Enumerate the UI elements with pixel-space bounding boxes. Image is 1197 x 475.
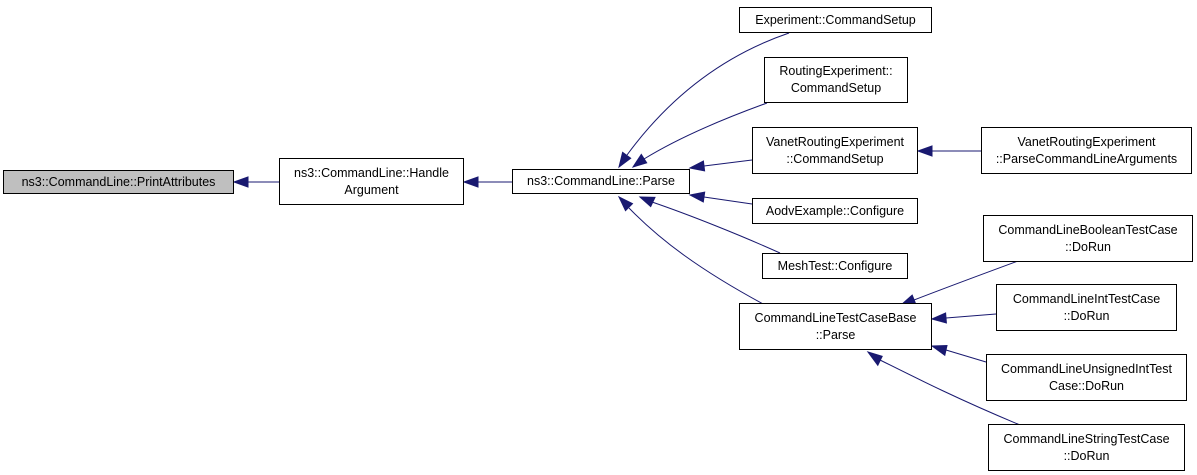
edge-experiment-command-setup-to-parse: [626, 32, 790, 156]
node-label: RoutingExperiment::: [779, 64, 893, 78]
edge-int-do-run-to-test-case-base-parse: [945, 313, 997, 319]
node-label: CommandLineIntTestCase: [1012, 291, 1161, 306]
node-experiment-command-setup[interactable]: Experiment::CommandSetup: [739, 7, 932, 33]
node-label: ::DoRun: [1065, 239, 1111, 254]
edge-arrowhead: [916, 145, 933, 157]
node-label: ::ParseCommandLineArguments: [995, 151, 1178, 166]
node-print-attributes: ns3::CommandLine::PrintAttributes: [3, 170, 234, 194]
node-label: CommandLineBooleanTestCase: [998, 222, 1178, 237]
node-command-line-test-case-base-parse[interactable]: CommandLineTestCaseBase ::Parse: [739, 303, 932, 350]
edge-unsigned-int-do-run-to-test-case-base-parse: [945, 349, 987, 363]
edge-vanet-command-setup-to-parse: [703, 159, 753, 167]
edge-arrowhead: [688, 191, 706, 203]
node-handle-argument[interactable]: ns3::CommandLine::Handle Argument: [279, 158, 464, 205]
node-aodv-example-configure[interactable]: AodvExample::Configure: [752, 198, 918, 224]
node-parse[interactable]: ns3::CommandLine::Parse: [512, 169, 690, 194]
node-label: CommandLineUnsignedIntTest: [1001, 361, 1172, 376]
node-label: ns3::CommandLine::Parse: [527, 174, 675, 188]
node-label: Argument: [344, 182, 399, 197]
node-command-line-boolean-test-case-do-run[interactable]: CommandLineBooleanTestCase ::DoRun: [983, 215, 1193, 262]
node-label: AodvExample::Configure: [765, 203, 905, 218]
node-label: CommandSetup: [790, 81, 882, 95]
edge-arrowhead: [930, 312, 947, 324]
node-label: ns3::CommandLine::PrintAttributes: [21, 174, 216, 189]
node-vanet-routing-experiment-command-setup[interactable]: VanetRoutingExperiment ::CommandSetup: [752, 127, 918, 174]
node-label: MeshTest::Configure: [777, 258, 893, 273]
edge-mesh-test-configure-to-parse: [651, 201, 781, 254]
node-label: ::DoRun: [1063, 308, 1110, 323]
node-routing-experiment-command-setup[interactable]: RoutingExperiment:: CommandSetup: [764, 57, 908, 103]
edge-test-case-base-parse-to-parse: [628, 207, 766, 306]
node-command-line-int-test-case-do-run[interactable]: CommandLineIntTestCase ::DoRun: [996, 284, 1177, 331]
node-label: CommandLineStringTestCase: [1003, 431, 1170, 446]
node-label: VanetRoutingExperiment: [765, 134, 905, 149]
edge-routing-experiment-command-setup-to-parse: [643, 102, 768, 160]
node-label: ::DoRun: [1063, 448, 1110, 463]
node-command-line-unsigned-int-test-case-do-run[interactable]: CommandLineUnsignedIntTest Case::DoRun: [986, 354, 1187, 401]
node-label: Experiment::CommandSetup: [755, 12, 916, 27]
edge-arrowhead: [638, 196, 656, 208]
edge-arrowhead: [232, 176, 249, 188]
edge-arrowhead: [631, 153, 648, 168]
edge-boolean-do-run-to-test-case-base-parse: [913, 260, 1019, 301]
node-vanet-parse-command-line-arguments[interactable]: VanetRoutingExperiment ::ParseCommandLin…: [981, 127, 1192, 174]
node-command-line-string-test-case-do-run[interactable]: CommandLineStringTestCase ::DoRun: [988, 424, 1185, 471]
edge-string-do-run-to-test-case-base-parse: [879, 359, 1021, 426]
node-label: VanetRoutingExperiment: [1017, 134, 1156, 149]
node-label: ns3::CommandLine::Handle: [294, 165, 449, 180]
node-label: ::Parse: [815, 327, 856, 342]
node-label: ::CommandSetup: [786, 151, 884, 166]
node-label: Case::DoRun: [1048, 378, 1125, 393]
edge-arrowhead: [688, 160, 706, 172]
edge-arrowhead: [930, 344, 948, 357]
edge-arrowhead: [866, 351, 883, 367]
node-label: CommandLineTestCaseBase: [754, 310, 917, 325]
edge-arrowhead: [618, 151, 632, 169]
edge-arrowhead: [617, 195, 634, 212]
edge-aodv-example-configure-to-parse: [703, 196, 753, 205]
node-mesh-test-configure[interactable]: MeshTest::Configure: [762, 253, 908, 279]
edge-arrowhead: [462, 176, 479, 188]
